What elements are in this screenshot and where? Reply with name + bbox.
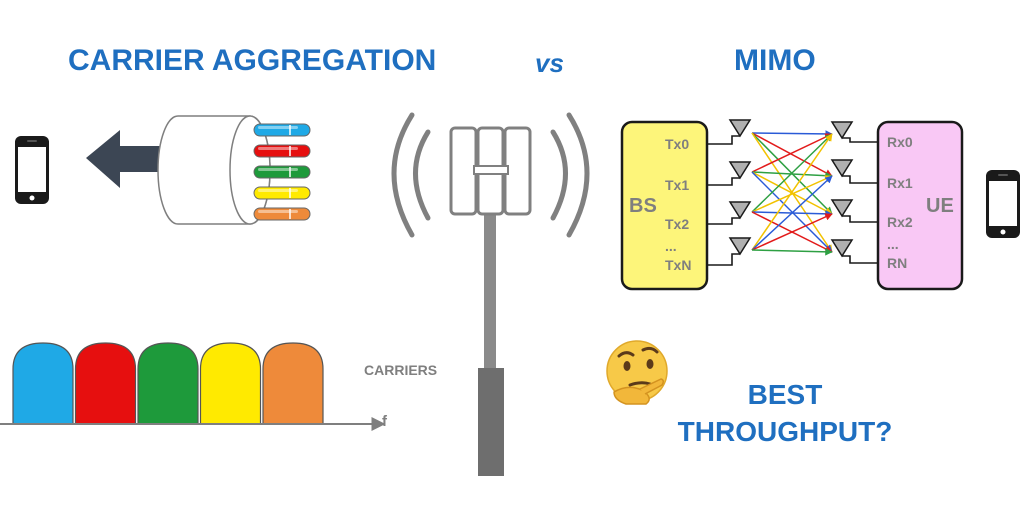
left-phone-icon: [15, 136, 49, 204]
tx-antenna-0: [728, 119, 752, 138]
path-tx0-rx1: [751, 132, 833, 177]
thinking-face-icon: [606, 340, 668, 405]
carrier-aggregation-title: CARRIER AGGREGATION: [68, 44, 437, 77]
path-tx1-rx0: [751, 133, 833, 173]
cell-tower-icon: [391, 112, 590, 476]
carrier-1: [74, 342, 137, 425]
rx-antenna-2: [830, 199, 854, 218]
path-tx3-rx2: [751, 213, 833, 251]
path-tx2-rx1: [751, 175, 833, 213]
carrier-2: [137, 342, 199, 425]
tx-label-4: TxN: [665, 257, 691, 273]
fiber-3: [253, 186, 311, 200]
mimo-paths: [751, 130, 833, 256]
radio-waves-icon: [391, 112, 590, 238]
tx-label-0: Tx0: [665, 136, 689, 152]
tx-antenna-2: [728, 201, 752, 220]
path-tx3-rx0: [751, 133, 833, 251]
rx-label-0: Rx0: [887, 134, 913, 150]
rx-antenna-0: [830, 121, 854, 140]
carrier-3: [199, 342, 262, 425]
tx-label-2: Tx2: [665, 216, 689, 232]
vs-label: vs: [535, 48, 564, 78]
fiber-2: [253, 165, 311, 179]
carrier-4: [262, 342, 324, 425]
rx-label-3: ...: [887, 236, 899, 252]
question-line-2: THROUGHPUT?: [677, 416, 893, 447]
path-tx3-rx3: [751, 248, 833, 256]
fiber-1: [253, 144, 311, 158]
user-equipment-label: UE: [926, 195, 954, 217]
path-tx3-rx1: [751, 175, 833, 251]
rx-label-4: RN: [887, 255, 907, 271]
carriers-label: CARRIERS: [364, 362, 437, 378]
path-tx0-rx0: [751, 130, 833, 138]
tx-antenna-1: [728, 161, 752, 180]
base-station-box: [620, 120, 709, 291]
rx-label-1: Rx1: [887, 175, 913, 191]
carrier-0: [12, 342, 74, 425]
user-equipment-box: [876, 120, 964, 291]
rx-antenna-1: [830, 159, 854, 178]
fiber-0: [253, 123, 311, 137]
antenna-array: [707, 119, 878, 266]
rx-antenna-3: [830, 239, 854, 258]
rx-label-2: Rx2: [887, 214, 913, 230]
right-phone-icon: [986, 170, 1020, 238]
base-station-label: BS: [629, 195, 657, 217]
tx-label-1: Tx1: [665, 177, 689, 193]
tx-antenna-3: [728, 237, 752, 256]
path-tx2-rx0: [751, 133, 833, 213]
best-throughput-question: BEST THROUGHPUT?: [620, 376, 950, 450]
carrier-spectrum: [12, 342, 324, 425]
frequency-axis-label: f: [382, 413, 388, 430]
fiber-bundle: [253, 123, 311, 221]
question-line-1: BEST: [747, 379, 823, 410]
cable-icon: [157, 115, 271, 225]
tx-label-3: ...: [665, 238, 677, 254]
mimo-title: MIMO: [734, 44, 816, 77]
fiber-4: [253, 207, 311, 221]
aggregation-arrow-icon: [86, 130, 162, 188]
